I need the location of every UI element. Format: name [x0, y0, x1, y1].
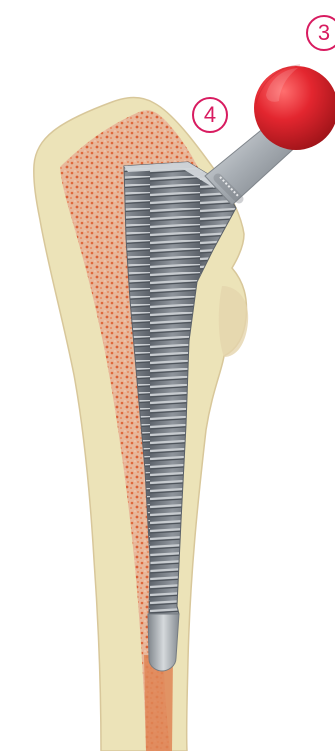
callout-3: 3 — [306, 15, 335, 51]
femoral-head-icon — [254, 66, 335, 150]
callout-4-label: 4 — [204, 104, 216, 126]
implant-tip — [148, 614, 179, 671]
callout-3-label: 3 — [318, 22, 330, 44]
callout-4: 4 — [192, 97, 228, 133]
